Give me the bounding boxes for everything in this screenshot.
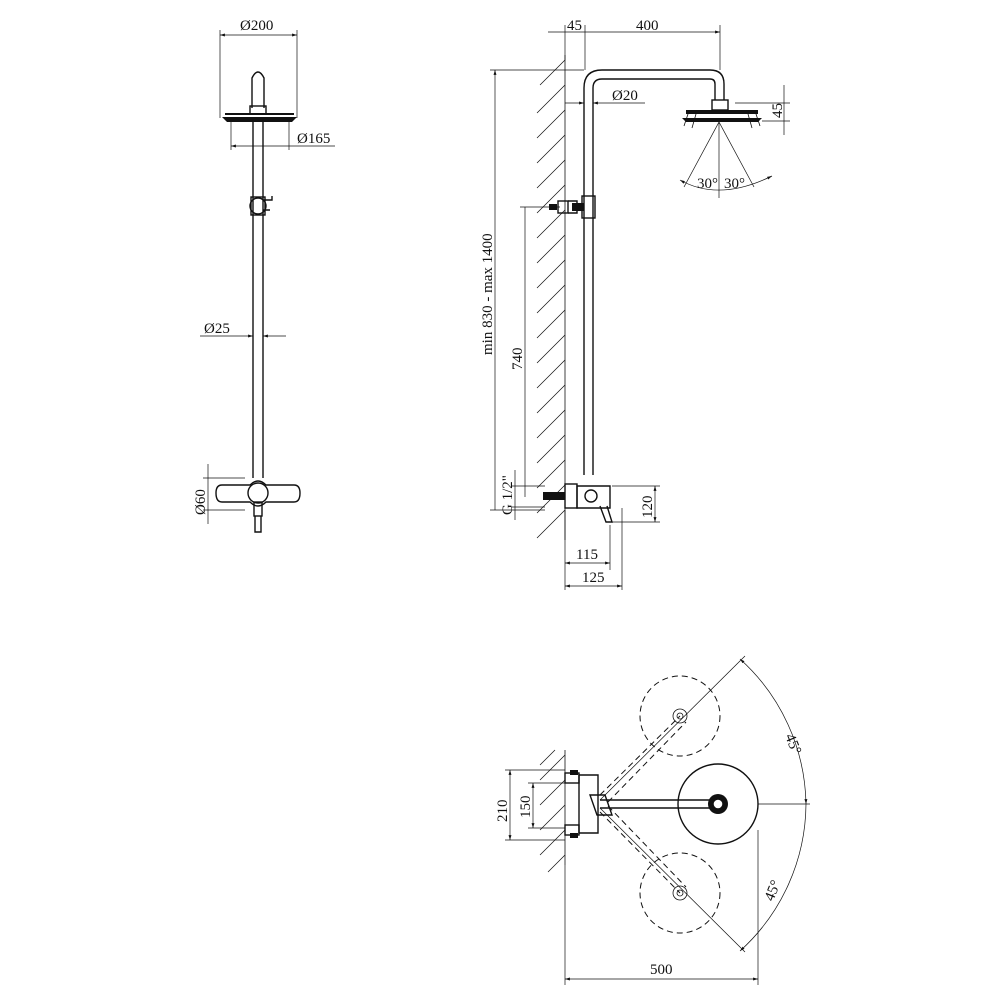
thread-dimension: G 1/2" xyxy=(500,470,545,520)
head-swing-positions xyxy=(599,675,721,934)
side-shower-head xyxy=(682,99,762,129)
spray-angle-dimension: 30° 30° xyxy=(679,121,773,198)
inner-width-label: 150 xyxy=(518,796,534,819)
top-horizontal-dimensions: 45 400 xyxy=(548,18,721,70)
reach-dimension: 500 xyxy=(564,830,759,985)
mixer-diameter-dimension: Ø60 xyxy=(193,464,245,524)
arm-length-label: 400 xyxy=(636,18,659,34)
outer-width-label: 210 xyxy=(495,800,511,823)
top-wall-hatch xyxy=(539,749,566,873)
side-wall-hatch xyxy=(536,55,566,540)
slider-wall-outlet xyxy=(549,200,584,214)
side-mixer xyxy=(543,483,613,523)
arm-diameter-dimension: Ø20 xyxy=(565,88,645,105)
reach-label: 500 xyxy=(650,962,673,978)
rotation-up-label: 45° xyxy=(781,732,804,757)
mixer-height-label: 120 xyxy=(640,496,656,519)
inlet-width-dimensions: 210 150 xyxy=(495,769,565,841)
side-view: 45 400 Ø20 45 xyxy=(480,18,790,590)
rotation-down-label: 45° xyxy=(762,878,785,903)
mixer-height-dimension: 120 xyxy=(612,485,660,523)
height-range-label: min 830 - max 1400 xyxy=(480,233,496,355)
depth-small-label: 115 xyxy=(576,547,598,563)
head-diameter-dimension: Ø200 xyxy=(219,18,298,118)
front-shower-head xyxy=(222,71,297,122)
pipe-diameter-label: Ø25 xyxy=(204,321,230,337)
top-view: 210 150 45° 45° 500 xyxy=(495,655,810,985)
front-view: Ø200 Ø165 Ø25 xyxy=(193,18,335,533)
spray-angle-right-label: 30° xyxy=(724,176,745,192)
pipe-diameter-dimension: Ø25 xyxy=(200,321,286,338)
height-range-dimension: min 830 - max 1400 xyxy=(480,69,584,511)
arm-diameter-label: Ø20 xyxy=(612,88,638,104)
mixer-diameter-label: Ø60 xyxy=(193,489,209,515)
head-diameter-label: Ø200 xyxy=(240,18,273,34)
wall-offset-label: 45 xyxy=(567,18,582,34)
inlet-distance-label: 740 xyxy=(510,348,526,371)
thread-label: G 1/2" xyxy=(500,475,516,515)
top-mixer-body xyxy=(564,770,613,838)
front-mixer xyxy=(215,480,301,533)
plate-diameter-label: Ø165 xyxy=(297,131,330,147)
spray-angle-left-label: 30° xyxy=(697,176,718,192)
head-height-dimension: 45 xyxy=(735,85,790,135)
depth-dimensions: 115 125 xyxy=(564,508,623,590)
plate-diameter-dimension: Ø165 xyxy=(230,122,335,150)
depth-large-label: 125 xyxy=(582,570,605,586)
side-riser xyxy=(581,69,725,475)
rotation-angle-dimension: 45° 45° xyxy=(599,655,810,953)
head-height-label: 45 xyxy=(770,103,786,118)
inlet-distance-dimension: 740 xyxy=(510,206,560,497)
front-riser-pipe xyxy=(249,122,273,478)
